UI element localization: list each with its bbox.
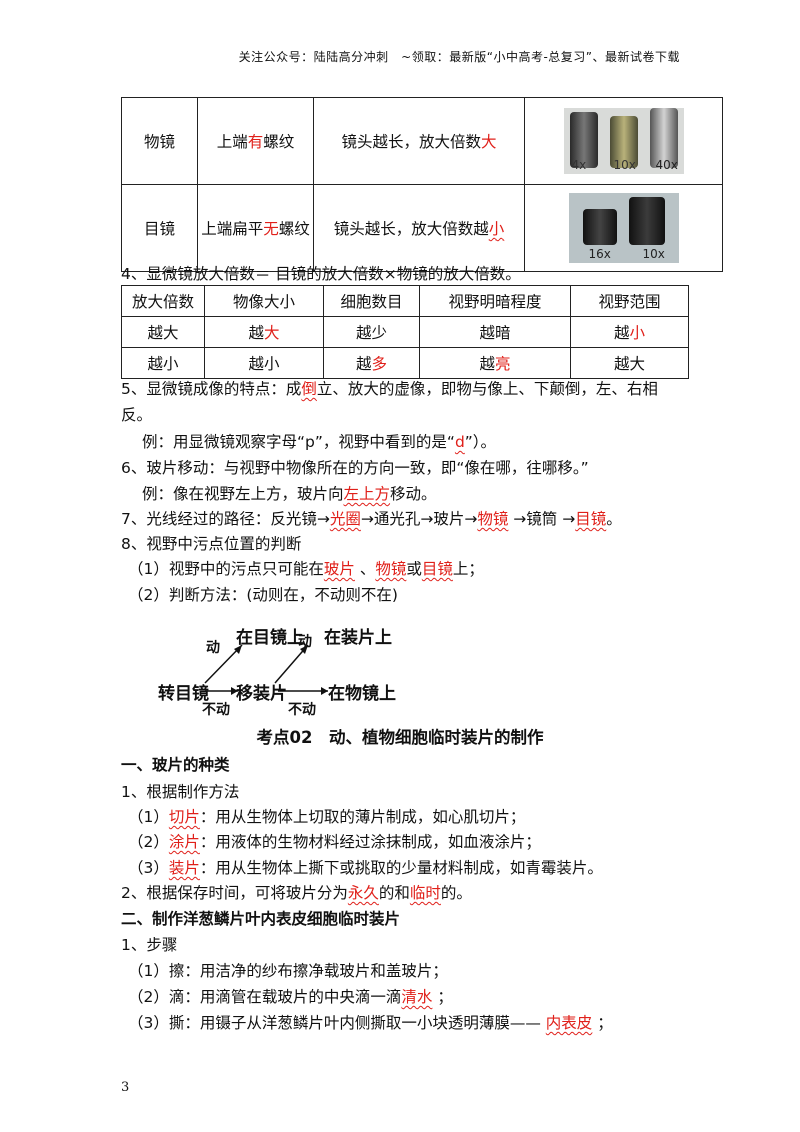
table-row: 目镜 上端扁平无螺纹 镜头越长，放大倍数越小 16x 10x [121,184,723,272]
flow-top-1: 在目镜上 [236,628,304,648]
lens-rule: 镜头越长，放大倍数大 [313,97,525,185]
arrow-head [234,645,242,654]
step-item: （1）擦：用洁净的纱布擦净载玻片和盖玻片； [128,962,448,980]
lens-feature: 上端扁平无螺纹 [197,184,314,272]
section-title: 考点02 动、植物细胞临时装片的制作 [256,728,544,747]
example-1: 例：用显微镜观察字母“p”，视野中看到的是“d”）。 [142,433,497,451]
table-row: 越大 越大 越少 越暗 越小 [121,316,689,348]
heading-2: 二、制作洋葱鳞片叶内表皮细胞临时装片 [121,910,401,928]
table-cell: 越小 [204,347,324,379]
flow-dong-2: 动 [298,634,312,650]
table-cell: 越小 [570,316,689,348]
flow-start: 转目镜 [158,684,209,704]
heading-1: 一、玻片的种类 [121,756,230,774]
table-row: 越小 越小 越多 越亮 越大 [121,347,689,379]
eyepiece-photo: 16x 10x [524,184,723,272]
table-cell: 越亮 [419,347,571,379]
line-4: 4、显微镜放大倍数＝ 目镜的放大倍数×物镜的放大倍数。 [121,265,521,283]
para-1-item: （2）涂片：用液体的生物材料经过涂抹制成，如血液涂片； [128,833,541,851]
page-number: 3 [121,1080,130,1095]
flow-mid: 移装片 [236,684,287,704]
line-5: 5、显微镜成像的特点：成倒立、放大的虚像，即物与像上、下颠倒，左、右相 [121,380,658,398]
table-row: 物镜 上端有螺纹 镜头越长，放大倍数大 4x 10x 40x [121,97,723,185]
table-header-row: 放大倍数 物像大小 细胞数目 视野明暗程度 视野范围 [121,285,689,317]
flow-budong-1: 不动 [202,702,230,718]
page-header: 关注公众号：陆陆高分冲刺 ~领取：最新版“小中高考-总复习”、最新试卷下载 [238,50,680,64]
column-header: 细胞数目 [323,285,420,317]
example-2: 例：像在视野左上方，玻片向左上方移动。 [142,485,437,503]
table-cell: 越大 [121,316,205,348]
arrow-head [321,687,328,695]
flow-top-2: 在装片上 [324,628,392,648]
column-header: 物像大小 [204,285,324,317]
table-cell: 越大 [204,316,324,348]
line-8-2: （2）判断方法：(动则在，不动则不在) [128,586,398,604]
para-1-item: （3）装片：用从生物体上撕下或挑取的少量材料制成，如青霉装片。 [128,859,603,877]
lens-rule: 镜头越长，放大倍数越小 [313,184,525,272]
arrow-head [231,687,238,695]
magnification-table: 放大倍数 物像大小 细胞数目 视野明暗程度 视野范围 越大 越大 越少 越暗 越… [121,285,689,379]
flow-dong-1: 动 [206,640,220,656]
table-cell: 越多 [323,347,420,379]
line-6: 6、玻片移动：与视野中物像所在的方向一致，即“像在哪，往哪移。” [121,459,589,477]
table-cell: 越小 [121,347,205,379]
flow-arrows [204,644,328,695]
para-2: 2、根据保存时间，可将玻片分为永久的和临时的。 [121,884,472,902]
lens-name: 目镜 [121,184,198,272]
line-8-1: （1）视野中的污点只可能在玻片 、物镜或目镜上； [128,560,484,578]
para-1-item: （1）切片：用从生物体上切取的薄片制成，如心肌切片； [128,808,526,826]
stain-flow-diagram: 转目镜 移装片 在目镜上 在装片上 在物镜上 动 动 不动 不动 [150,615,410,725]
lens-feature: 上端有螺纹 [197,97,314,185]
table-cell: 越少 [323,316,420,348]
line-8: 8、视野中污点位置的判断 [121,535,302,553]
flow-bottom-2: 在物镜上 [328,684,396,704]
line-7: 7、光线经过的路径：反光镜→光圈→通光孔→玻片→物镜 →镜筒 →目镜。 [121,510,622,528]
lens-table: 物镜 上端有螺纹 镜头越长，放大倍数大 4x 10x 40x 目镜 上端扁平无螺… [121,97,723,272]
para-1: 1、根据制作方法 [121,783,240,801]
table-cell: 越大 [570,347,689,379]
objective-lens-photo: 4x 10x 40x [524,97,723,185]
arrow-up-1 [204,644,243,684]
table-cell: 越暗 [419,316,571,348]
flow-budong-2: 不动 [288,702,316,718]
arrow-head [300,645,308,654]
line-5-cont: 反。 [121,406,153,424]
step-item: （3）撕：用镊子从洋葱鳞片叶内侧撕取一小块透明薄膜—— 内表皮 ； [128,1014,613,1032]
lens-name: 物镜 [121,97,198,185]
column-header: 视野范围 [570,285,689,317]
column-header: 放大倍数 [121,285,205,317]
column-header: 视野明暗程度 [419,285,571,317]
para-3: 1、步骤 [121,936,178,954]
step-item: （2）滴：用滴管在载玻片的中央滴一滴清水 ； [128,988,453,1006]
